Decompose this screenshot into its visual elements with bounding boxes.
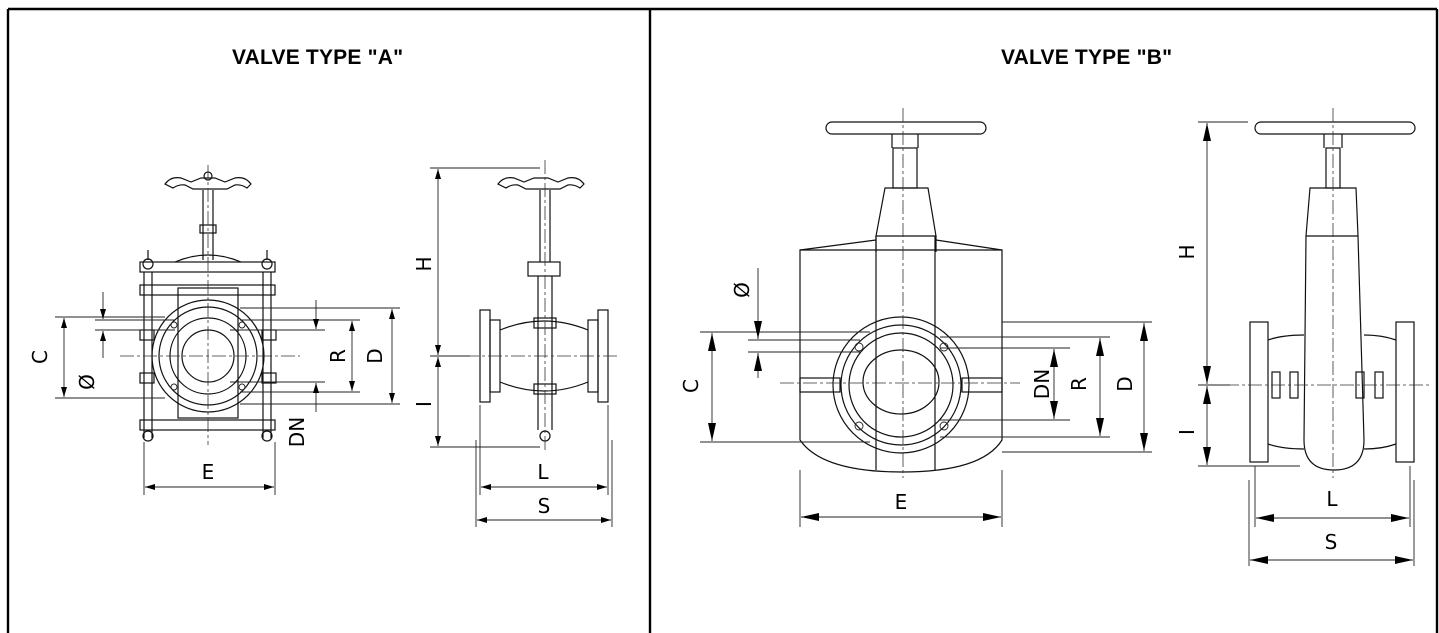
valve-b-front-dimensions xyxy=(700,268,1152,527)
valve-a-label-c: C xyxy=(28,350,52,364)
valve-b-label-s: S xyxy=(1325,530,1338,554)
valve-b-label-h: H xyxy=(1175,244,1199,259)
valve-a-front-view xyxy=(120,165,300,445)
valve-a-front-dimensions xyxy=(55,292,400,495)
valve-b-label-c: C xyxy=(679,379,703,393)
valve-a-label-phi: Ø xyxy=(75,374,99,390)
sheet-border xyxy=(6,7,1439,633)
valve-b-label-i: I xyxy=(1175,429,1199,435)
valve-a-label-l: L xyxy=(537,460,549,484)
valve-a-label-dn: DN xyxy=(285,417,309,447)
valve-b-title: VALVE TYPE "B" xyxy=(1001,46,1173,69)
valve-a-side-view xyxy=(465,160,620,450)
valve-a-label-d: D xyxy=(363,348,387,363)
valve-b-label-d: D xyxy=(1113,376,1137,391)
valve-a-label-i: I xyxy=(412,401,436,407)
valve-a-label-h: H xyxy=(412,256,436,271)
valve-b-label-e: E xyxy=(895,490,908,514)
valve-a-label-e: E xyxy=(202,460,215,484)
valve-b-side-dimensions xyxy=(1198,121,1415,566)
valve-a-title: VALVE TYPE "A" xyxy=(232,46,404,69)
valve-a-label-s: S xyxy=(538,494,551,518)
valve-b-front-view xyxy=(780,108,1020,478)
valve-a-side-dimensions xyxy=(430,167,613,527)
valve-b-label-dn: DN xyxy=(1030,369,1054,399)
valve-b-label-r: R xyxy=(1067,377,1091,391)
valve-b-label-l: L xyxy=(1326,487,1338,511)
valve-b-side-view xyxy=(1225,108,1430,478)
valve-a-label-r: R xyxy=(326,349,350,363)
valve-b-label-phi: Ø xyxy=(730,282,754,298)
